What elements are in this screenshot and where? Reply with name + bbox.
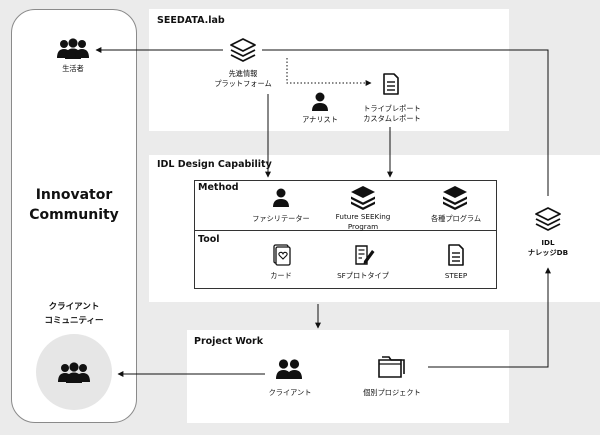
- folder-icon: [378, 356, 405, 378]
- client-community-circle: [36, 334, 112, 410]
- person-icon: [312, 92, 328, 111]
- method-tool-divider: [194, 230, 497, 231]
- seedata-lab-panel: [149, 9, 509, 131]
- card-heart-icon: [273, 244, 291, 266]
- platform-label-line1: 先進情報: [228, 69, 258, 78]
- layers-filled-icon: [351, 186, 375, 210]
- method-title: Method: [198, 182, 239, 193]
- tool-label-1: カード: [270, 271, 292, 280]
- method-label-2-line2: Program: [347, 222, 379, 231]
- people-pair-icon: [276, 359, 302, 379]
- method-label-3: 各種プログラム: [430, 214, 482, 223]
- document-icon: [383, 73, 399, 95]
- people-group-icon: [58, 362, 90, 383]
- client-community-line2: コミュニティー: [44, 316, 104, 326]
- document-icon: [448, 244, 464, 266]
- db-label-line1: IDL: [541, 238, 555, 247]
- tool-label-2: SFプロトタイプ: [337, 271, 389, 280]
- analyst-label: アナリスト: [302, 115, 338, 124]
- layers-filled-icon: [443, 186, 467, 210]
- project-work-title: Project Work: [194, 336, 264, 347]
- seedata-lab-title: SEEDATA.lab: [157, 15, 225, 26]
- layers-icon: [230, 38, 256, 62]
- people-group-icon: [57, 38, 89, 59]
- layers-icon: [535, 207, 561, 231]
- community-title-line2: Community: [29, 207, 119, 223]
- method-label-2-line1: Future SEEKing: [335, 212, 391, 221]
- report-label-line2: カスタムレポート: [363, 114, 421, 123]
- person-icon: [273, 188, 289, 207]
- db-label-line2: ナレッジDB: [527, 248, 569, 257]
- platform-label-line2: プラットフォーム: [214, 79, 272, 88]
- project-client-label: クライアント: [268, 388, 312, 397]
- client-community-line1: クライアント: [48, 302, 100, 312]
- report-label-line1: トライブレポート: [363, 104, 421, 113]
- method-label-1: ファシリテーター: [252, 214, 310, 223]
- idl-title: IDL Design Capability: [157, 159, 272, 170]
- tool-label-3: STEEP: [444, 271, 468, 280]
- community-title-line1: Innovator: [35, 187, 113, 203]
- tool-title: Tool: [198, 234, 220, 245]
- consumer-label: 生活者: [62, 64, 84, 73]
- edit-document-icon: [355, 245, 375, 265]
- project-label: 個別プロジェクト: [363, 388, 421, 397]
